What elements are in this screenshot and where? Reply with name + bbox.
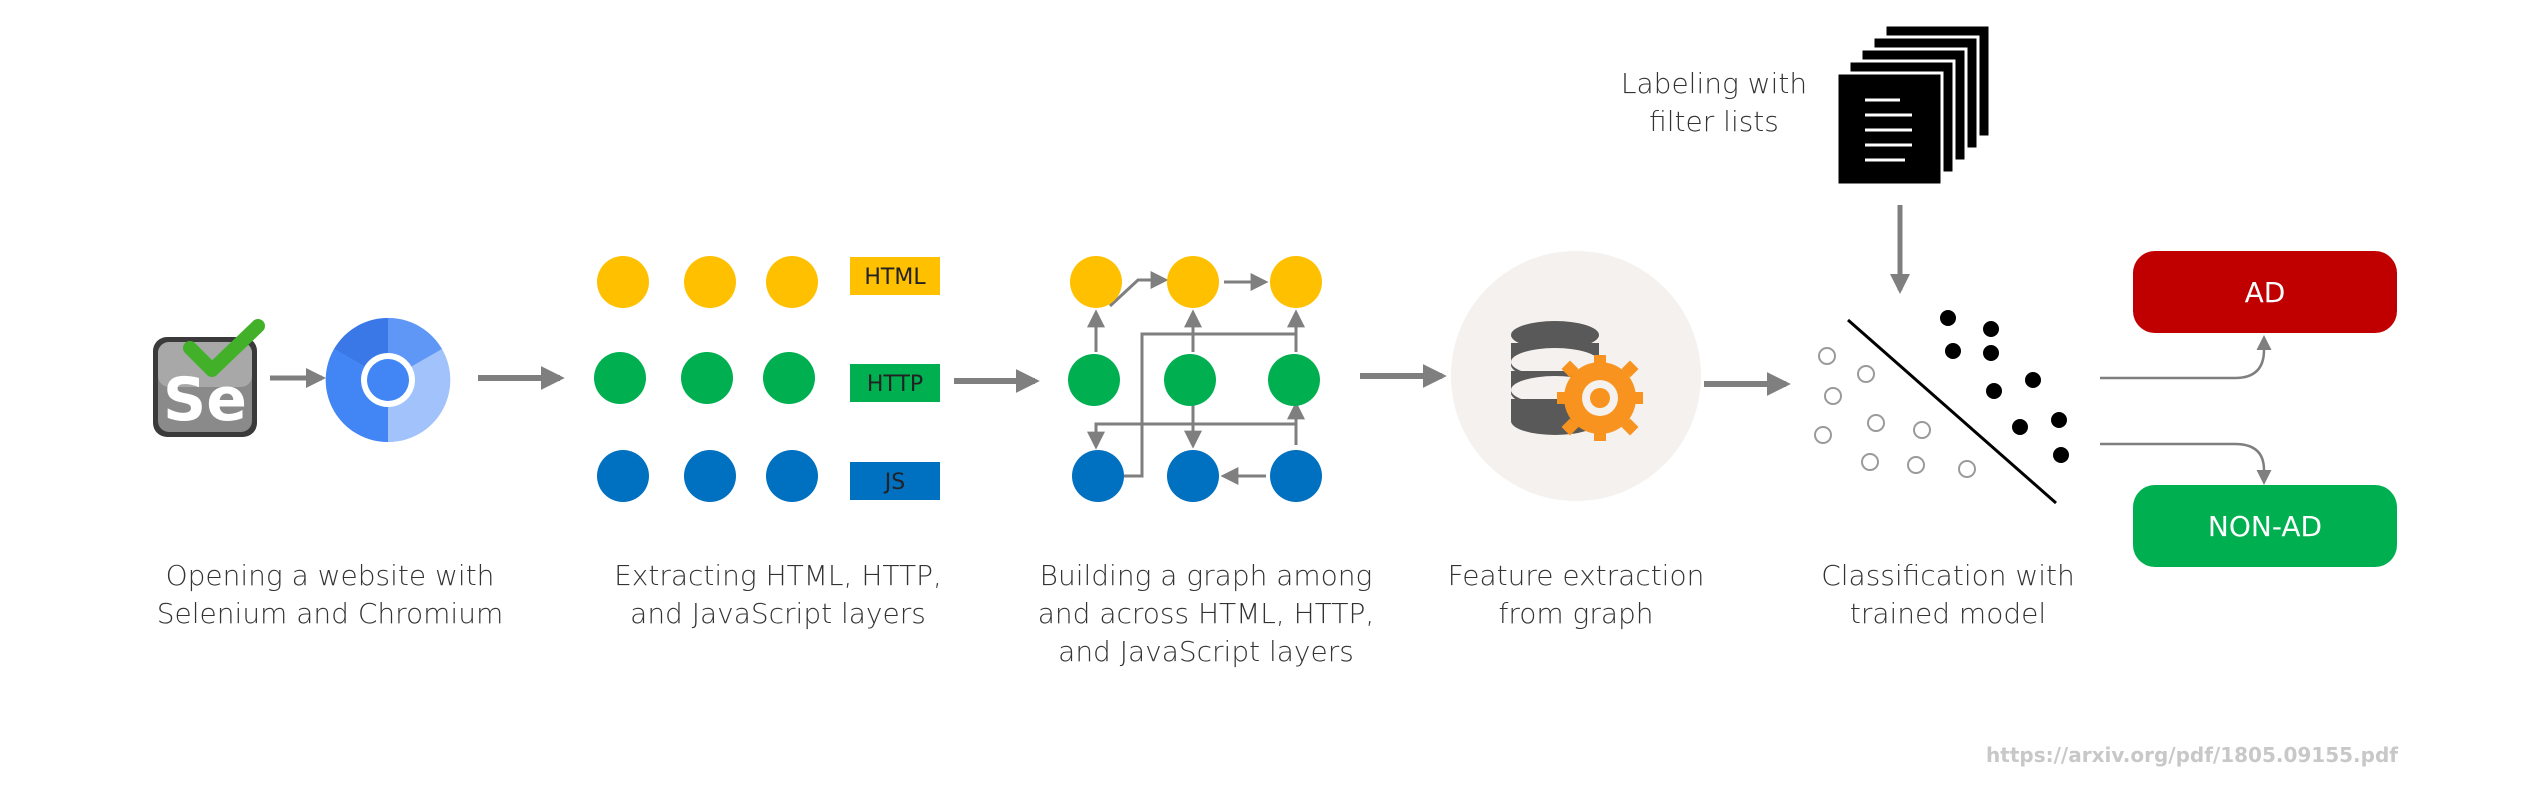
html-node [684,256,736,308]
js-node [766,450,818,502]
stage1-caption-line1: Opening a website with [166,559,495,592]
html-node [766,256,818,308]
js-layer-tag [850,462,940,500]
document-stack-icon [1835,23,1992,187]
js-node [1270,450,1322,502]
stage3-caption-line2: and across HTML, HTTP, [1038,597,1375,630]
chromium-logo-icon [325,317,451,443]
ad-output-label: AD [2245,276,2286,309]
ad-points [1940,310,2069,463]
nonad-output-box [2133,485,2397,567]
stage4-caption-line1: Feature extraction [1448,559,1705,592]
stage2-caption-line1: Extracting HTML, HTTP, [614,559,942,592]
html-node [597,256,649,308]
js-node [684,450,736,502]
http-node [1164,354,1216,406]
stage2-caption-line2: and JavaScript layers [630,597,926,630]
nonad-output-arrow [2100,442,2272,485]
ad-output-box [2133,251,2397,333]
http-node [1068,354,1120,406]
http-node [763,352,815,404]
js-layer-label: JS [883,470,905,495]
layer-node-grid [594,256,818,502]
html-node [1070,256,1122,308]
selenium-logo-icon: Se [153,319,265,437]
html-layer-tag [850,257,940,295]
stage3-caption-line1: Building a graph among [1040,559,1373,592]
stage1-caption-line2: Selenium and Chromium [157,597,503,630]
non-ad-points [1814,347,1976,478]
database-gear-icon [1511,321,1643,441]
js-node [1167,450,1219,502]
stage4-caption-line2: from graph [1498,597,1653,630]
html-node [1270,256,1322,308]
stage3-caption-line3: and JavaScript layers [1058,635,1354,668]
http-layer-tag [850,364,940,402]
html-node [1167,256,1219,308]
watermark-url: https://arxiv.org/pdf/1805.09155.pdf [1986,743,2398,767]
labeling-caption-line2: filter lists [1649,105,1779,138]
js-node [1072,450,1124,502]
ad-output-arrow [2100,335,2272,380]
html-layer-label: HTML [864,265,926,290]
svg-text:Se: Se [163,365,247,435]
classifier-plot [1814,310,2069,505]
labeling-caption-line1: Labeling with [1621,67,1807,100]
http-node [594,352,646,404]
stage5-caption-line2: trained model [1850,597,2046,630]
stage5-caption-line1: Classification with [1821,559,2075,592]
graph-edges [1087,271,1305,485]
decision-boundary [1847,318,2057,505]
http-layer-label: HTTP [867,372,923,397]
http-node [1268,354,1320,406]
graph-nodes [1068,256,1322,502]
js-node [597,450,649,502]
nonad-output-label: NON-AD [2208,510,2322,543]
http-node [681,352,733,404]
